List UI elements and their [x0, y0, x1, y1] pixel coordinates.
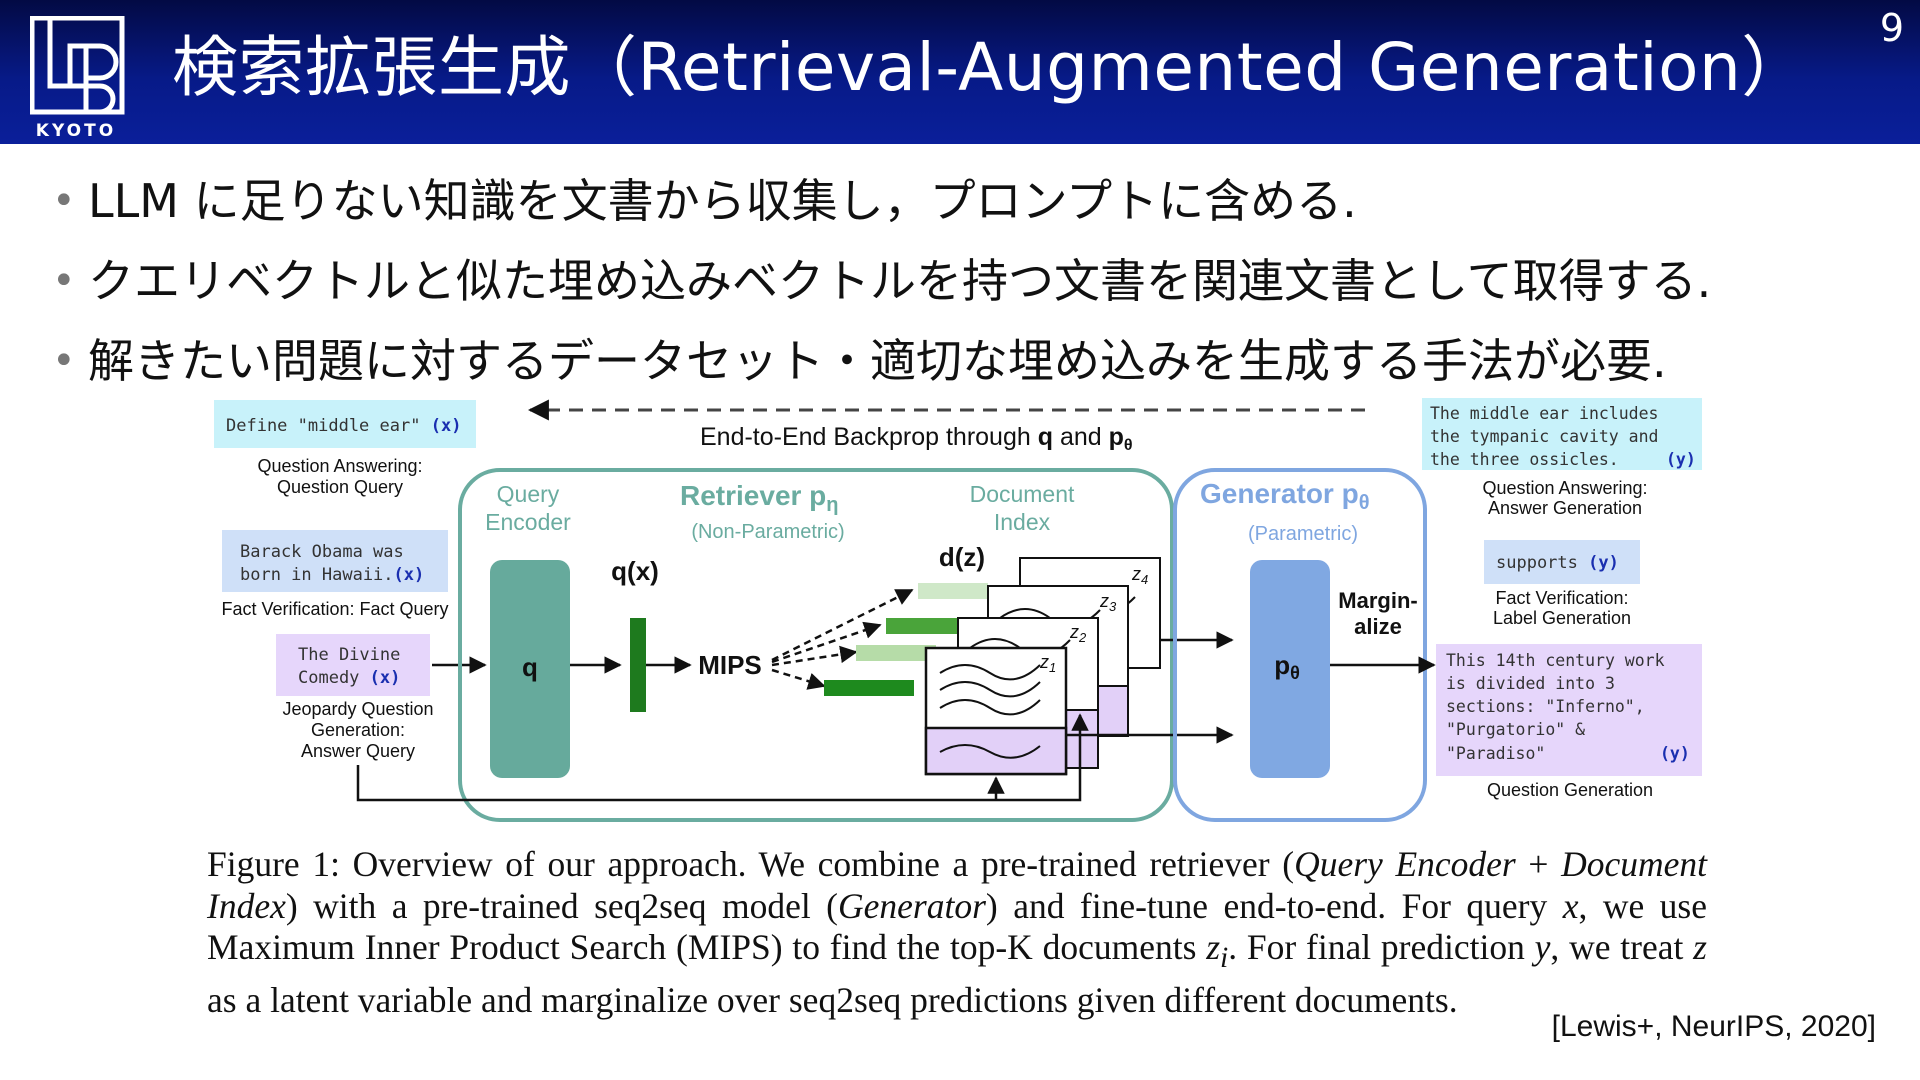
doc-embedding	[886, 618, 968, 634]
rag-diagram: End-to-End Backprop through q and pθ Def…	[214, 398, 1702, 822]
doc-embedding	[918, 583, 988, 599]
mips-arrow	[771, 588, 914, 662]
input-caption: Question Query	[277, 477, 403, 497]
output-text: the three ossicles.(y)	[1430, 450, 1696, 469]
input-caption: Question Answering:	[257, 456, 422, 476]
bullet-item: • 解きたい問題に対するデータセット・適切な埋め込みを生成する手法が必要.	[52, 320, 1912, 400]
document-index-label: Document	[970, 481, 1075, 507]
output-text: sections: "Inferno",	[1446, 697, 1645, 716]
p-theta-label: pθ	[1274, 650, 1300, 683]
query-encoder-box	[490, 560, 570, 778]
output-text: "Paradiso"(y)	[1446, 744, 1690, 763]
input-question-answering: Define "middle ear" (x) Question Answeri…	[214, 400, 476, 497]
mips-arrow	[771, 668, 826, 690]
bullet-item: • クエリベクトルと似た埋め込みベクトルを持つ文書を関連文書として取得する.	[52, 240, 1912, 320]
bullet-dot: •	[52, 258, 76, 304]
slide-header: KYOTO 検索拡張生成（Retrieval-Augmented Generat…	[0, 0, 1920, 144]
input-text: Comedy (x)	[298, 668, 400, 688]
output-question-generation: This 14th century work is divided into 3…	[1436, 644, 1702, 800]
query-encoder-label: Query	[497, 481, 560, 507]
z-label: z2	[1069, 622, 1087, 645]
doc-embedding	[856, 645, 936, 661]
retriever-note: (Non-Parametric)	[691, 521, 844, 543]
query-encoder-label: Encoder	[485, 509, 571, 535]
input-text: Define "middle ear" (x)	[226, 416, 461, 436]
output-label-generation: supports (y) Fact Verification: Label Ge…	[1484, 540, 1640, 628]
generator-title: Generator pθ	[1200, 478, 1370, 514]
qx-label: q(x)	[611, 556, 659, 586]
input-box	[276, 634, 430, 696]
document-z1: z1	[924, 646, 1068, 776]
bullet-text: 解きたい問題に対するデータセット・適切な埋め込みを生成する手法が必要.	[88, 334, 1667, 388]
retriever-title: Retriever pη	[680, 480, 839, 516]
svg-text:KYOTO: KYOTO	[36, 121, 116, 138]
retriever-container	[458, 468, 1174, 822]
output-caption: Question Answering:	[1482, 478, 1647, 498]
input-jeopardy: The Divine Comedy (x) Jeopardy Question …	[276, 634, 434, 761]
citation: [Lewis+, NeurIPS, 2020]	[1551, 1010, 1876, 1043]
output-caption: Label Generation	[1493, 608, 1631, 628]
output-text: The middle ear includes	[1430, 404, 1658, 423]
mips-arrow	[771, 645, 858, 667]
kyoto-logo: KYOTO	[30, 16, 125, 138]
doc-embedding	[824, 680, 914, 696]
query-vector	[630, 618, 646, 712]
slide-title: 検索拡張生成（Retrieval-Augmented Generation）	[172, 29, 1808, 106]
bullet-dot: •	[52, 338, 76, 384]
input-caption: Fact Verification: Fact Query	[221, 599, 448, 619]
bullet-dot: •	[52, 178, 76, 224]
output-answer-generation: The middle ear includes the tympanic cav…	[1422, 398, 1702, 518]
output-box	[1436, 644, 1702, 776]
output-text: This 14th century work	[1446, 651, 1665, 670]
generator-container	[1173, 468, 1427, 822]
bullet-item: • LLM に足りない知識を文書から収集し，プロンプトに含める.	[52, 160, 1912, 240]
feedback-arrow	[356, 713, 1089, 802]
output-caption: Answer Generation	[1488, 498, 1642, 518]
output-text: is divided into 3	[1446, 674, 1615, 693]
rag-figure: End-to-End Backprop through q and pθ Def…	[200, 390, 1720, 1017]
output-caption: Fact Verification:	[1495, 588, 1628, 608]
page-number: 9	[1879, 6, 1904, 50]
input-text: The Divine	[298, 645, 400, 665]
marginalize-label: Margin-	[1338, 588, 1417, 613]
input-fact-verification: Barack Obama was born in Hawaii.(x) Fact…	[221, 530, 449, 619]
generator-box	[1250, 560, 1330, 778]
bullet-text: クエリベクトルと似た埋め込みベクトルを持つ文書を関連文書として取得する.	[88, 254, 1712, 308]
marginalize-label: alize	[1354, 614, 1402, 639]
input-caption: Jeopardy Question	[282, 699, 433, 719]
z-label: z4	[1131, 564, 1148, 587]
output-text: supports (y)	[1496, 553, 1619, 573]
document-index-label: Index	[994, 509, 1051, 535]
bullet-list: • LLM に足りない知識を文書から収集し，プロンプトに含める. • クエリベクトル…	[52, 160, 1912, 400]
output-box	[1484, 540, 1640, 584]
backprop-label: End-to-End Backprop through q and pθ	[700, 423, 1133, 454]
output-text: "Purgatorio" &	[1446, 720, 1585, 739]
q-label: q	[522, 652, 538, 682]
output-box	[1422, 398, 1702, 470]
input-box	[214, 400, 476, 448]
input-text: Barack Obama was	[240, 542, 404, 562]
mips-label: MIPS	[698, 650, 762, 680]
dz-label: d(z)	[939, 542, 985, 572]
figure-caption: Figure 1: Overview of our approach. We c…	[207, 844, 1708, 1020]
input-caption: Generation:	[311, 720, 405, 740]
generator-note: (Parametric)	[1248, 523, 1358, 545]
output-caption: Question Generation	[1487, 780, 1653, 800]
input-box	[222, 530, 448, 592]
input-text: born in Hawaii.(x)	[240, 565, 424, 585]
z-label: z1	[1039, 652, 1056, 675]
output-text: the tympanic cavity and	[1430, 427, 1658, 446]
z-label: z3	[1099, 591, 1117, 614]
bullet-text: LLM に足りない知識を文書から収集し，プロンプトに含める.	[88, 174, 1357, 228]
input-caption: Answer Query	[301, 741, 415, 761]
